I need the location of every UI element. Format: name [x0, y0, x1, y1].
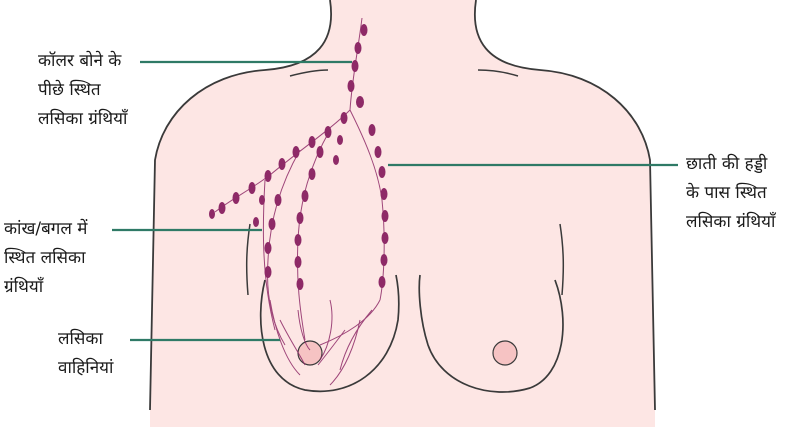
nipple-left	[298, 341, 322, 365]
nipple-right	[493, 341, 517, 365]
label-collarbone-nodes: कॉलर बोने के पीछे स्थित लसिका ग्रंथियाँ	[38, 47, 127, 134]
label-armpit-nodes: कांख/बगल में स्थित लसिका ग्रंथियाँ	[4, 215, 87, 302]
label-lymph-vessels: लसिका वाहिनियां	[58, 325, 113, 383]
label-breastbone-nodes: छाती की हड्डी के पास स्थित लसिका ग्रंथिय…	[686, 150, 775, 237]
torso-skin	[150, 0, 655, 427]
